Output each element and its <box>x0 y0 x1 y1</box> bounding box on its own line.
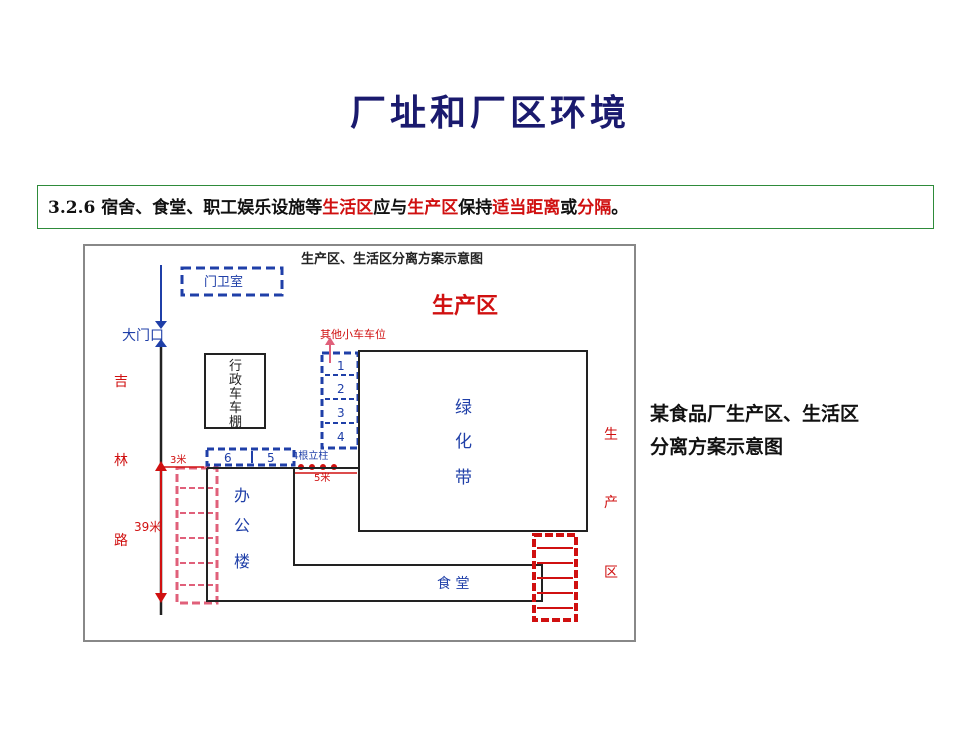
rule-term-separation: 分隔 <box>577 198 612 218</box>
road-length-label: 39米 <box>134 520 161 534</box>
canteen-label: 食 堂 <box>437 575 469 592</box>
green-belt-box <box>358 350 588 532</box>
guard-room-box <box>180 266 284 297</box>
lower-parking-box <box>205 447 296 467</box>
office-char: 公 <box>234 516 250 535</box>
caption-line-1: 某食品厂生产区、生活区 <box>650 403 860 425</box>
rule-mid2: 保持 <box>458 198 493 218</box>
parking-number: 2 <box>337 382 345 396</box>
bike-shed-box <box>175 466 219 605</box>
rule-mid3: 或 <box>560 198 578 218</box>
green-belt-char: 带 <box>455 468 472 488</box>
rule-term-production-zone: 生产区 <box>407 198 459 218</box>
road-char-3: 路 <box>114 533 128 549</box>
lower-parking-number: 6 <box>224 451 232 465</box>
posts-label: 4根立柱 <box>292 449 328 462</box>
rule-mid: 应与 <box>373 198 408 218</box>
length-arrow-up-icon <box>155 461 167 471</box>
distance-3m-label: 3米 <box>170 453 186 466</box>
diagram-caption: 某食品厂生产区、生活区 分离方案示意图 <box>650 398 940 464</box>
parking-arrow-icon <box>325 337 335 345</box>
office-char: 办 <box>234 486 250 505</box>
road-char-1: 吉 <box>114 374 128 390</box>
admin-shed-char: 行 <box>229 359 242 374</box>
production-zone-label: 生产区 <box>432 294 498 319</box>
green-belt-char: 绿 <box>455 398 472 418</box>
site-plan-diagram: 生产区、生活区分离方案示意图 门卫室 生产区 大门口 吉 林 路 39米 行 政… <box>82 243 637 643</box>
production-side-char: 生 <box>604 427 618 443</box>
admin-shed-char: 政 <box>229 373 242 388</box>
admin-shed-char: 车 <box>229 386 242 402</box>
guard-room-label: 门卫室 <box>204 274 243 290</box>
diagram-heading: 生产区、生活区分离方案示意图 <box>301 251 483 267</box>
caption-line-2: 分离方案示意图 <box>650 436 784 458</box>
production-side-char: 区 <box>604 565 618 581</box>
distance-5m-label: 5米 <box>314 471 330 484</box>
parking-number: 1 <box>337 359 345 373</box>
rule-term-distance: 适当距离 <box>492 198 561 218</box>
office-char: 楼 <box>234 552 250 571</box>
green-belt-char: 化 <box>455 432 472 452</box>
rule-prefix: 3.2.6 宿舍、食堂、职工娱乐设施等 <box>48 198 323 218</box>
admin-shed-char: 棚 <box>229 415 242 430</box>
separation-fence-box <box>532 533 578 622</box>
rule-statement: 3.2.6 宿舍、食堂、职工娱乐设施等生活区应与生产区保持适当距离或分隔。 <box>37 185 934 229</box>
road-char-2: 林 <box>114 453 128 469</box>
page-title: 厂址和厂区环境 <box>349 92 630 134</box>
rule-term-living-zone: 生活区 <box>322 198 374 218</box>
rule-suffix: 。 <box>611 198 629 218</box>
parking-number: 3 <box>337 406 345 420</box>
arrow-up-icon <box>155 339 167 347</box>
gate-label: 大门口 <box>122 328 164 344</box>
parking-number: 4 <box>337 430 345 444</box>
site-plan-svg: 生产区、生活区分离方案示意图 门卫室 生产区 大门口 吉 林 路 39米 行 政… <box>83 244 636 642</box>
admin-car-shed-box <box>204 353 266 429</box>
arrow-down-icon <box>155 321 167 329</box>
length-arrow-down-icon <box>155 593 167 603</box>
lower-parking-number: 5 <box>267 451 275 465</box>
production-side-char: 产 <box>604 495 618 511</box>
admin-shed-char: 车 <box>229 400 242 416</box>
other-parking-label: 其他小车车位 <box>320 327 386 341</box>
